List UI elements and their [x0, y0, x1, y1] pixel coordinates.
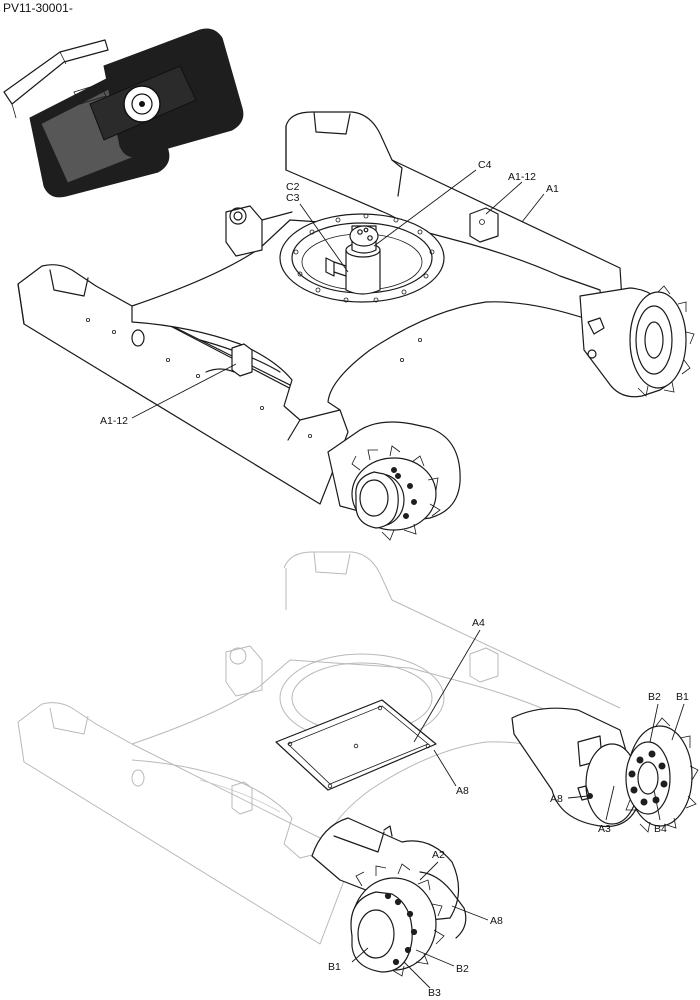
callout-a2: A2	[432, 849, 445, 861]
callout-a8-plate: A8	[456, 785, 469, 797]
cover-plate	[275, 699, 437, 791]
rear-motor-cover-and-sprocket	[511, 707, 699, 833]
callout-b4: B4	[654, 823, 667, 835]
callout-b3: B3	[428, 987, 441, 999]
overview-thumbnail	[3, 28, 244, 198]
callout-a3: A3	[598, 823, 611, 835]
callout-a4: A4	[472, 617, 485, 629]
callout-b2-right: B2	[648, 691, 661, 703]
drawing-code: PV11-30001-	[3, 1, 73, 15]
callout-c4: C4	[478, 159, 492, 171]
leader-lines	[131, 169, 685, 989]
track-frame-ghost	[17, 551, 621, 945]
callout-c2: C2	[286, 181, 300, 193]
callout-a1-12-lower: A1-12	[100, 415, 128, 427]
callout-a1-12-upper: A1-12	[508, 171, 536, 183]
callout-c3: C3	[286, 192, 300, 204]
callout-b1-front: B1	[328, 961, 341, 973]
callout-a1: A1	[546, 183, 559, 195]
callout-b1-right: B1	[676, 691, 689, 703]
callout-a8-front: A8	[490, 915, 503, 927]
callout-a8-right: A8	[550, 793, 563, 805]
track-frame-assembly	[17, 111, 695, 541]
callout-b2-front: B2	[456, 963, 469, 975]
front-motor-cover-and-sprocket	[311, 817, 467, 977]
